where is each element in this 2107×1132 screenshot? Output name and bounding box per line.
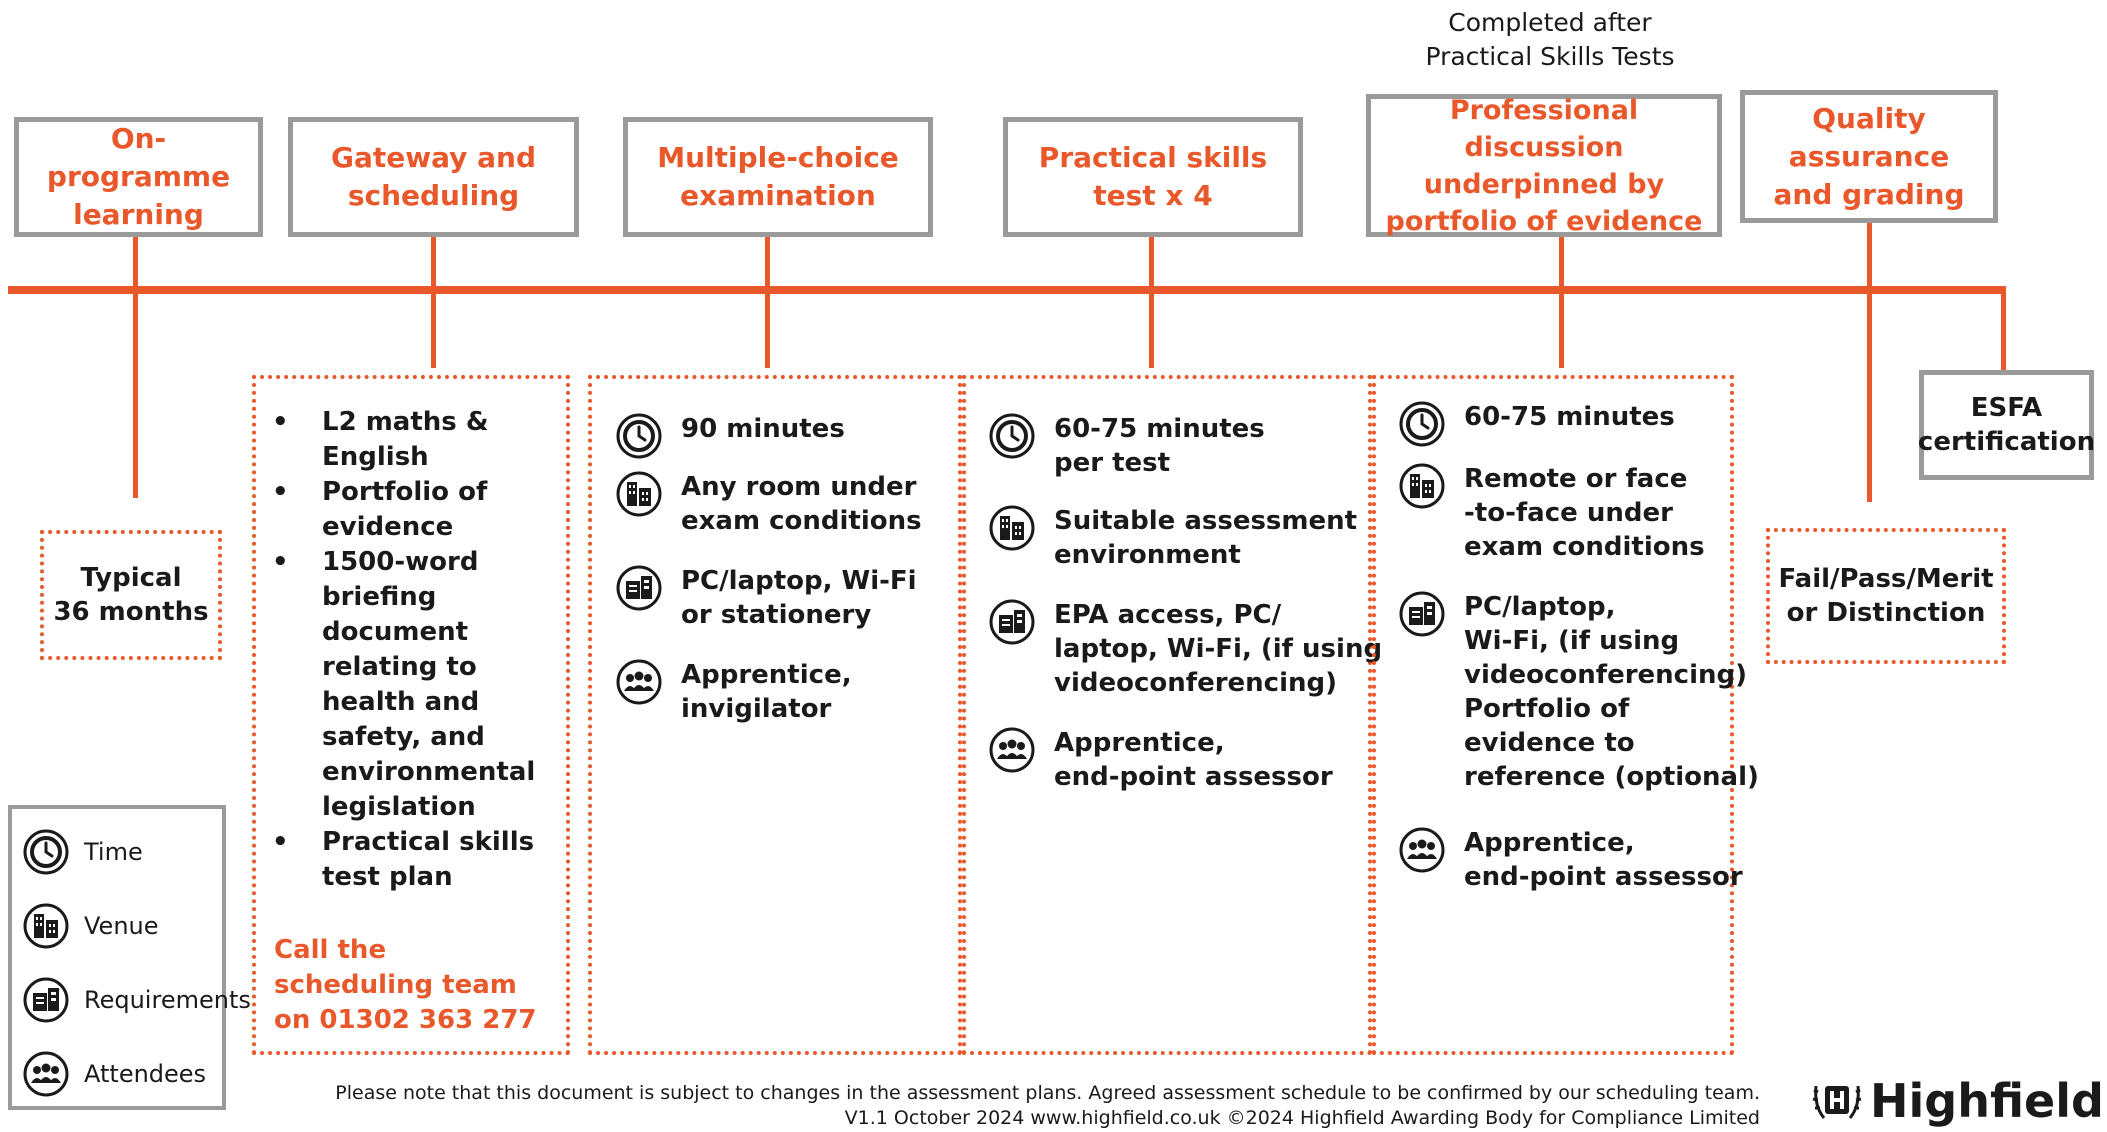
practical-requirements-text: EPA access, PC/ laptop, Wi-Fi, (if using… bbox=[1054, 600, 1383, 698]
time-icon bbox=[23, 829, 69, 875]
stage-quality-assurance: Quality assurance and grading bbox=[1740, 90, 1998, 223]
attendees-icon bbox=[1399, 827, 1445, 873]
connector-gateway bbox=[431, 236, 436, 368]
connector-esfa bbox=[2001, 286, 2006, 370]
venue-icon bbox=[23, 903, 69, 949]
highfield-logo: Highfield bbox=[1810, 1074, 2104, 1128]
footer-version: V1.1 October 2024 www.highfield.co.uk ©2… bbox=[844, 1107, 1760, 1129]
mcq-venue: Any room under exam conditions bbox=[615, 470, 922, 538]
discussion-venue: Remote or face -to-face under exam condi… bbox=[1398, 462, 1705, 564]
mcq-requirements: PC/laptop, Wi-Fi or stationery bbox=[615, 564, 917, 632]
practical-time: 60-75 minutes per test bbox=[988, 412, 1265, 480]
legend-requirements: Requirements bbox=[22, 976, 251, 1024]
mcq-venue-text: Any room under exam conditions bbox=[681, 472, 922, 536]
practical-venue-text: Suitable assessment environment bbox=[1054, 506, 1358, 570]
legend-attendees-label: Attendees bbox=[84, 1060, 207, 1088]
requirements-icon bbox=[23, 977, 69, 1023]
connector-on-programme bbox=[133, 236, 138, 498]
stage-multiple-choice: Multiple-choice examination bbox=[623, 117, 933, 237]
stage-label: Quality assurance and grading bbox=[1773, 101, 1965, 211]
highfield-crest-icon bbox=[1812, 1085, 1862, 1119]
grading-box bbox=[1766, 528, 2006, 664]
connector-discussion bbox=[1559, 236, 1564, 368]
venue-icon bbox=[1399, 463, 1445, 509]
gateway-bullet: Portfolio of evidence bbox=[258, 475, 568, 545]
practical-panel bbox=[962, 375, 1372, 1055]
time-icon bbox=[1399, 401, 1445, 447]
discussion-time-text: 60-75 minutes bbox=[1464, 402, 1675, 432]
practical-attendees-text: Apprentice, end-point assessor bbox=[1054, 728, 1333, 792]
connector-quality bbox=[1867, 222, 1872, 502]
legend-venue-label: Venue bbox=[84, 912, 159, 940]
requirements-icon bbox=[989, 599, 1035, 645]
requirements-icon bbox=[616, 565, 662, 611]
legend-time-label: Time bbox=[84, 838, 143, 866]
requirements-icon bbox=[1399, 591, 1445, 637]
stage-professional-discussion: Professional discussion underpinned by p… bbox=[1366, 94, 1722, 237]
attendees-icon bbox=[23, 1051, 69, 1097]
mcq-attendees-text: Apprentice, invigilator bbox=[681, 660, 852, 724]
attendees-icon bbox=[616, 659, 662, 705]
footer-disclaimer: Please note that this document is subjec… bbox=[335, 1082, 1760, 1104]
stage-label: On-programme learning bbox=[46, 122, 231, 231]
stage-label: Professional discussion underpinned by p… bbox=[1385, 94, 1703, 237]
discussion-requirements-text: PC/laptop, Wi-Fi, (if using videoconfere… bbox=[1464, 592, 1759, 792]
grading-outcomes: Fail/Pass/Merit or Distinction bbox=[1778, 564, 1994, 628]
gateway-panel bbox=[252, 375, 570, 1055]
discussion-time: 60-75 minutes bbox=[1398, 400, 1675, 448]
practical-venue: Suitable assessment environment bbox=[988, 504, 1357, 572]
practical-time-text: 60-75 minutes per test bbox=[1054, 414, 1265, 478]
stage-practical-skills: Practical skills test x 4 bbox=[1003, 117, 1303, 237]
stage-gateway-scheduling: Gateway and scheduling bbox=[288, 117, 579, 237]
call-scheduling-team: Call the scheduling team on 01302 363 27… bbox=[274, 935, 537, 1035]
mcq-time-text: 90 minutes bbox=[681, 414, 845, 444]
gateway-bullet: L2 maths & English bbox=[258, 405, 568, 475]
legend-venue: Venue bbox=[22, 902, 159, 950]
discussion-venue-text: Remote or face -to-face under exam condi… bbox=[1464, 464, 1705, 562]
gateway-bullet: Practical skills test plan bbox=[258, 825, 568, 895]
completed-after-note: Completed after Practical Skills Tests bbox=[1425, 8, 1675, 71]
highfield-wordmark: Highfield bbox=[1870, 1074, 2104, 1128]
connector-practical bbox=[1149, 236, 1154, 368]
stage-label: Practical skills test x 4 bbox=[1038, 141, 1268, 212]
discussion-panel bbox=[1372, 375, 1734, 1055]
legend-attendees: Attendees bbox=[22, 1050, 206, 1098]
venue-icon bbox=[616, 471, 662, 517]
typical-duration: Typical 36 months bbox=[53, 563, 209, 627]
venue-icon bbox=[989, 505, 1035, 551]
time-icon bbox=[989, 413, 1035, 459]
stage-on-programme-learning: On-programme learning bbox=[14, 117, 263, 237]
mcq-requirements-text: PC/laptop, Wi-Fi or stationery bbox=[681, 566, 917, 630]
esfa-certification-box: ESFA certification bbox=[1917, 370, 2096, 480]
mcq-attendees: Apprentice, invigilator bbox=[615, 658, 852, 726]
discussion-attendees-text: Apprentice, end-point assessor bbox=[1464, 828, 1743, 892]
time-icon bbox=[616, 413, 662, 459]
gateway-bullet: 1500-word briefing document relating to … bbox=[258, 545, 568, 825]
stage-label: Multiple-choice examination bbox=[657, 141, 899, 212]
attendees-icon bbox=[989, 727, 1035, 773]
typical-duration-box bbox=[40, 530, 222, 660]
discussion-attendees: Apprentice, end-point assessor bbox=[1398, 826, 1743, 894]
mcq-panel bbox=[588, 375, 962, 1055]
stage-label: Gateway and scheduling bbox=[330, 141, 537, 212]
mcq-time: 90 minutes bbox=[615, 412, 845, 460]
timeline-bar bbox=[8, 286, 2006, 294]
legend-time: Time bbox=[22, 828, 143, 876]
practical-attendees: Apprentice, end-point assessor bbox=[988, 726, 1333, 794]
connector-mcq bbox=[765, 236, 770, 368]
gateway-requirements-list: L2 maths & English Portfolio of evidence… bbox=[258, 405, 568, 895]
discussion-requirements: PC/laptop, Wi-Fi, (if using videoconfere… bbox=[1398, 590, 1759, 794]
legend-requirements-label: Requirements bbox=[84, 986, 251, 1014]
esfa-certification: ESFA certification bbox=[1917, 393, 2096, 457]
practical-requirements: EPA access, PC/ laptop, Wi-Fi, (if using… bbox=[988, 598, 1382, 700]
